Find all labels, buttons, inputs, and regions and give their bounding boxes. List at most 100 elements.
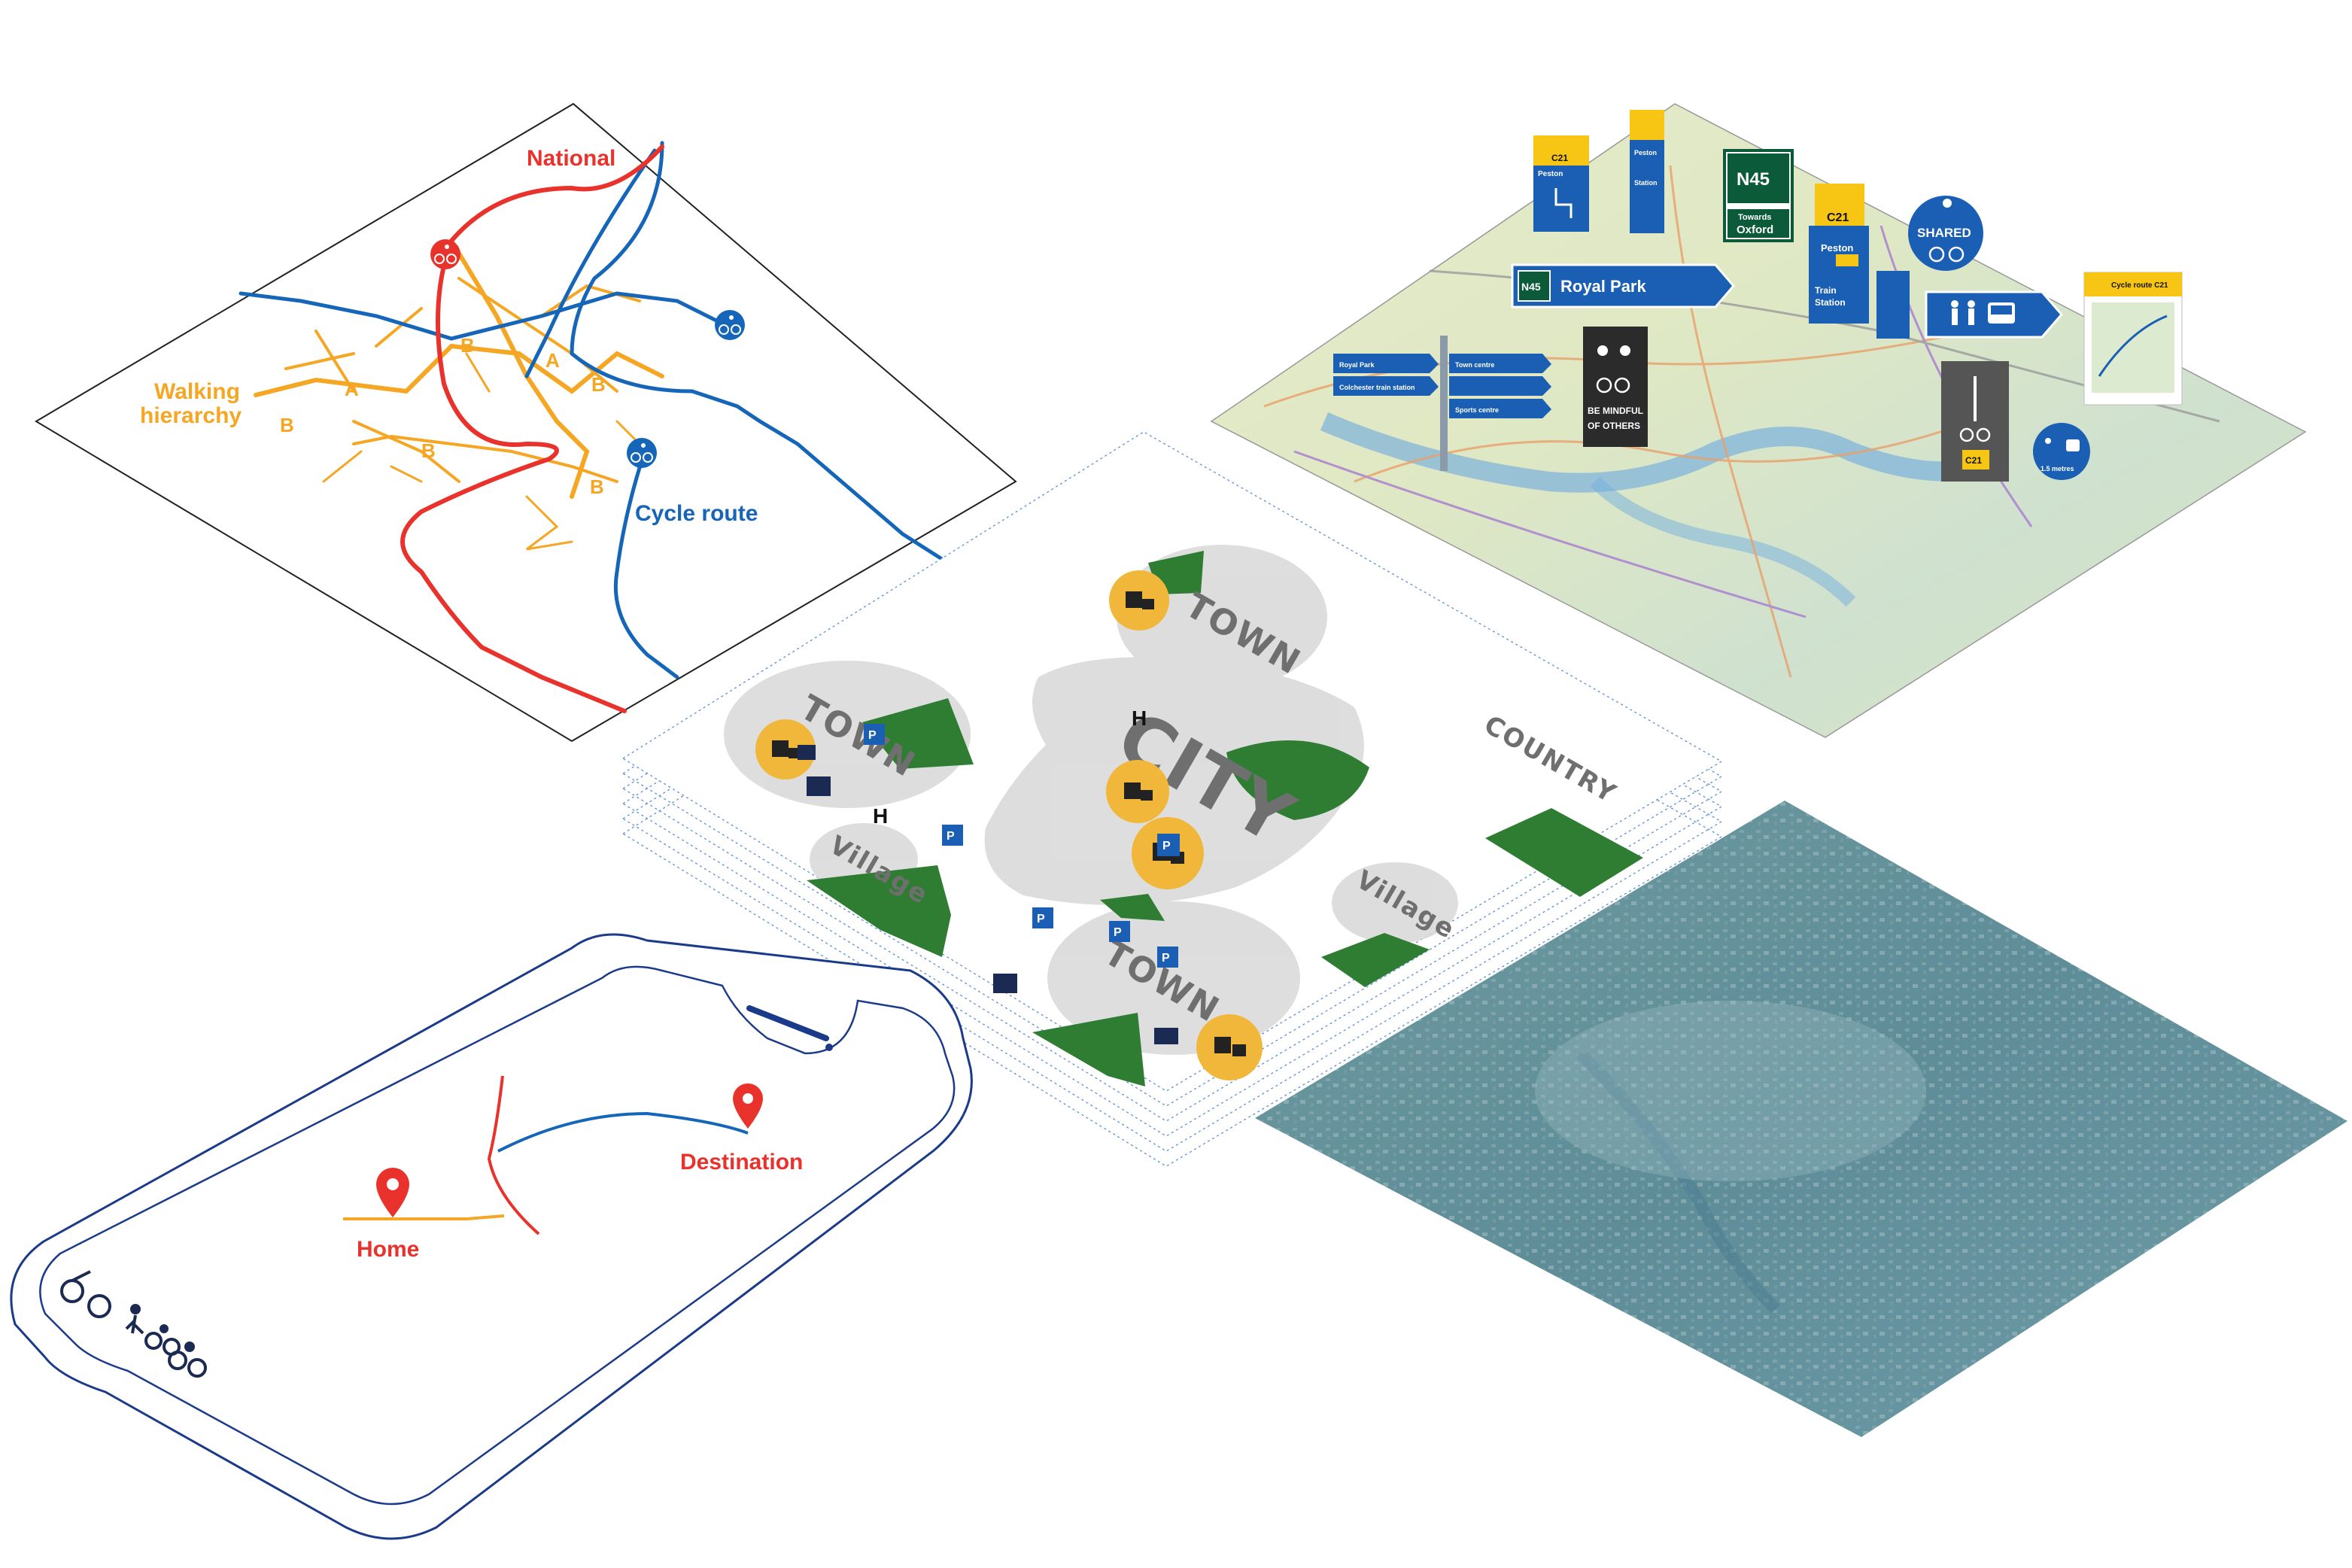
phone-camera bbox=[825, 1044, 833, 1051]
urban-core bbox=[1535, 1001, 1926, 1181]
royal-park-text: Royal Park bbox=[1560, 277, 1646, 296]
walking-label-line2: hierarchy bbox=[140, 403, 242, 428]
park-area bbox=[1226, 740, 1369, 820]
contraflow-lane-sign: C21 bbox=[1941, 361, 2009, 482]
bike-parking-icon: P bbox=[864, 724, 885, 745]
svg-text:P: P bbox=[947, 830, 955, 843]
shopping-bag-icon bbox=[1109, 570, 1169, 631]
cycle-route-line bbox=[497, 1111, 749, 1153]
n45-oxford-sign: N45 Towards Towards Oxford bbox=[1723, 149, 1794, 242]
cycle-route-c21-text: Cycle route C21 bbox=[2111, 281, 2168, 290]
topo-map-plane bbox=[1210, 103, 2307, 738]
bike-parking-icon: P bbox=[1109, 921, 1130, 942]
shopping-markers bbox=[755, 570, 1263, 1080]
c21-code: C21 bbox=[1965, 455, 1982, 466]
parking-markers: P P P P P P bbox=[864, 724, 1180, 968]
walking-route-line bbox=[343, 1214, 505, 1220]
oxford-text: Oxford bbox=[1737, 223, 1773, 236]
n45-code: N45 bbox=[1737, 169, 1770, 190]
national-cycle-pin-icon bbox=[430, 239, 460, 269]
satellite-map bbox=[1255, 801, 2347, 1437]
phone-speaker bbox=[746, 1005, 829, 1041]
national-route-line bbox=[487, 1075, 540, 1235]
sports-centre-text: Sports centre bbox=[1455, 406, 1499, 414]
walking-icon[interactable] bbox=[125, 1304, 144, 1335]
c21-direction-sign: C21 Peston bbox=[1533, 135, 1589, 232]
national-route bbox=[400, 144, 664, 713]
grade-b-label: B bbox=[460, 334, 475, 357]
cycle-route-pin-icon bbox=[627, 438, 657, 468]
home-label: Home bbox=[357, 1237, 419, 1262]
mode-icons bbox=[60, 1270, 207, 1378]
bike-parking-icon: P bbox=[1157, 947, 1178, 968]
home-pin-icon bbox=[376, 1168, 409, 1217]
place-map-stack: TOWN TOWN CITY Village Village TOWN COUN… bbox=[621, 431, 1723, 1167]
hospital-icon: H bbox=[1132, 707, 1147, 730]
signage-map: C21 Peston Peston Station N45 Towards To… bbox=[1210, 103, 2307, 738]
national-label: National bbox=[527, 146, 615, 171]
green-spaces bbox=[807, 551, 1643, 1086]
small-blue-sign bbox=[1876, 271, 1910, 339]
bus-icon bbox=[798, 745, 816, 760]
park-area bbox=[807, 865, 951, 957]
n45-code: N45 bbox=[1521, 281, 1541, 293]
grade-a-label: A bbox=[545, 349, 560, 372]
passing-distance-sign: 1.5 metres bbox=[2033, 423, 2090, 480]
satellite-river bbox=[1576, 1049, 1780, 1314]
walking-network bbox=[254, 239, 664, 551]
network-map-plane bbox=[35, 102, 1017, 743]
tall-direction-sign: Peston Station bbox=[1630, 110, 1664, 233]
peston-text: Peston bbox=[1821, 242, 1853, 254]
wheelchair-icon[interactable] bbox=[60, 1270, 111, 1318]
station-text: Station bbox=[1815, 297, 1846, 308]
park-area bbox=[1032, 1013, 1145, 1086]
be-mindful-text: BE MINDFUL bbox=[1588, 406, 1643, 416]
station-text: Station bbox=[1634, 179, 1658, 187]
phone-body bbox=[10, 933, 973, 1540]
shopping-bag-icon bbox=[1196, 1014, 1263, 1080]
hospital-icon: H bbox=[873, 804, 888, 828]
grade-b-label: B bbox=[421, 439, 436, 462]
c21-code: C21 bbox=[1551, 153, 1568, 163]
ebike-icon[interactable] bbox=[168, 1342, 207, 1378]
phone-screen-edge bbox=[39, 965, 956, 1506]
park-area bbox=[1100, 894, 1165, 921]
bike-parking-icon: P bbox=[942, 825, 963, 846]
royal-park-sign: N45 Royal Park bbox=[1511, 263, 1735, 308]
network-map: National Walking hierarchy Cycle route A… bbox=[35, 102, 1017, 743]
c21-code: C21 bbox=[1827, 211, 1849, 224]
shared-path-sign: SHARED bbox=[1908, 196, 1983, 271]
shopping-bag-icon bbox=[1106, 760, 1169, 823]
walk-bus-sign bbox=[1925, 290, 2063, 339]
town-centre-text: Town centre bbox=[1455, 361, 1494, 369]
peston-text: Peston bbox=[1634, 149, 1657, 156]
peston-text: Peston bbox=[1538, 170, 1563, 178]
bike-parking-icon: P bbox=[1157, 834, 1180, 856]
destination-pin-icon bbox=[733, 1083, 763, 1129]
train-text: Train bbox=[1815, 285, 1837, 296]
svg-text:P: P bbox=[1162, 952, 1170, 965]
grade-b-label: B bbox=[590, 476, 604, 498]
svg-text:P: P bbox=[1114, 926, 1122, 939]
svg-text:P: P bbox=[1037, 913, 1045, 925]
of-others-text: OF OTHERS bbox=[1588, 421, 1640, 431]
train-station-full-text: Colchester train station bbox=[1339, 384, 1415, 391]
shopping-bag-icon bbox=[755, 719, 816, 779]
transit-markers bbox=[798, 745, 1178, 1044]
country-park-area bbox=[1485, 808, 1643, 897]
metres-text: 1.5 metres bbox=[2041, 465, 2074, 473]
station-icon bbox=[993, 974, 1017, 993]
city-zone bbox=[984, 657, 1364, 905]
grade-b-label: B bbox=[280, 414, 294, 436]
c21-route-leaflet: Cycle route C21 bbox=[2083, 272, 2183, 406]
park-area bbox=[1321, 933, 1430, 987]
fingerpost-signs: Royal Park Colchester train station Town… bbox=[1333, 336, 1551, 471]
cycle-route-pin-icon bbox=[715, 310, 745, 340]
be-mindful-sign: BE MINDFUL OF OTHERS bbox=[1583, 327, 1648, 447]
c21-peston-sign: C21 Peston Train Station bbox=[1809, 184, 1869, 324]
bus-icon bbox=[1154, 1028, 1178, 1044]
grade-b-label: B bbox=[591, 373, 606, 396]
destination-label: Destination bbox=[680, 1150, 803, 1174]
cycle-route-label: Cycle route bbox=[635, 501, 758, 526]
